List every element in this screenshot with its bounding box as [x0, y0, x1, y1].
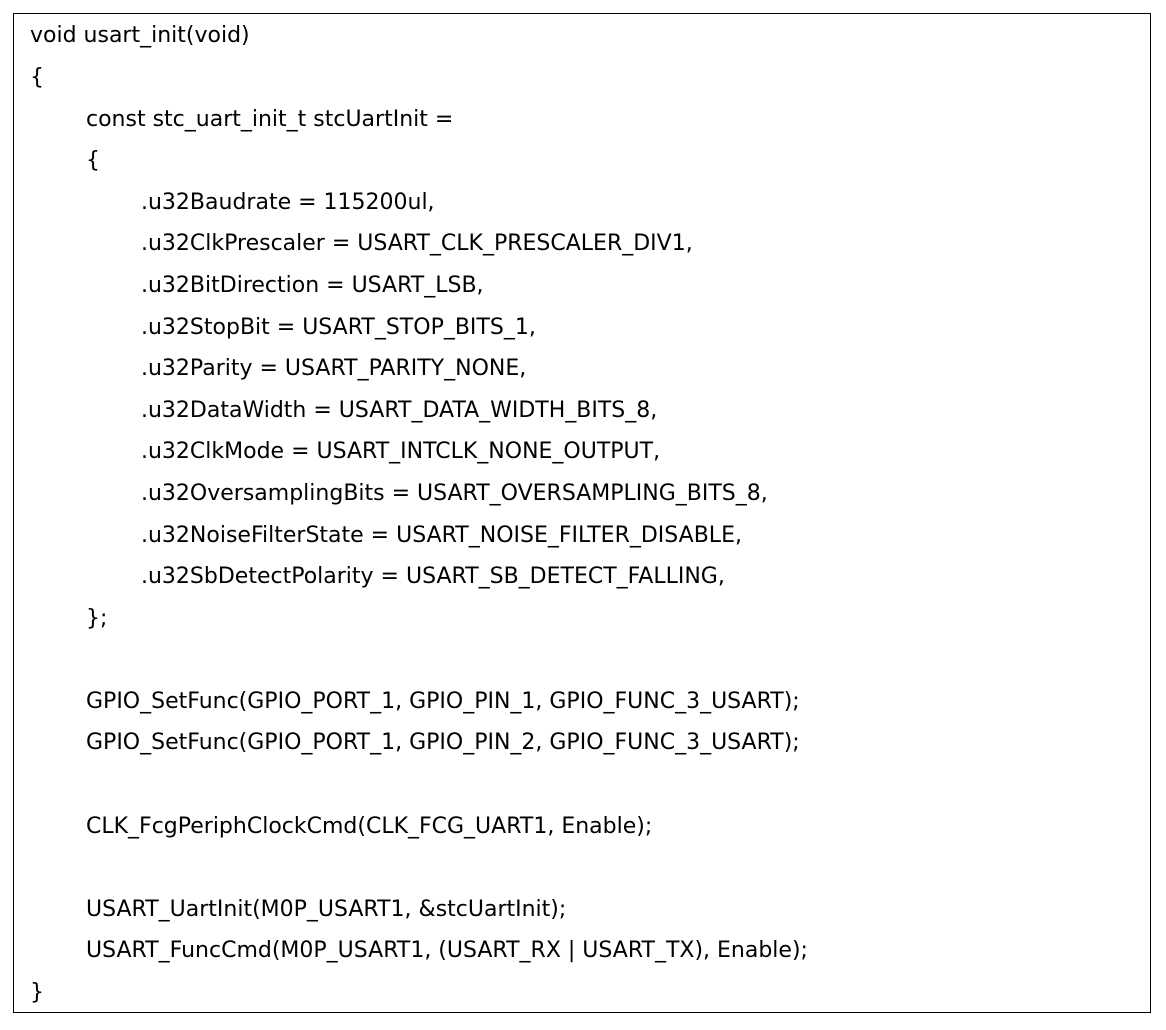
code-line-bit-direction: .u32BitDirection = USART_LSB,: [141, 273, 484, 298]
code-line-parity: .u32Parity = USART_PARITY_NONE,: [141, 356, 527, 381]
code-line-baudrate: .u32Baudrate = 115200ul,: [141, 190, 435, 215]
code-line-struct-declaration: const stc_uart_init_t stcUartInit =: [86, 107, 454, 132]
code-line-oversampling-bits: .u32OversamplingBits = USART_OVERSAMPLIN…: [141, 481, 768, 506]
code-block: void usart_init(void) { const stc_uart_i…: [13, 13, 1151, 1013]
code-line-gpio-setfunc-pin2: GPIO_SetFunc(GPIO_PORT_1, GPIO_PIN_2, GP…: [86, 730, 800, 755]
code-line-uart-init: USART_UartInit(M0P_USART1, &stcUartInit)…: [86, 897, 567, 922]
code-line-clk-mode: .u32ClkMode = USART_INTCLK_NONE_OUTPUT,: [141, 439, 661, 464]
code-line-func-cmd: USART_FuncCmd(M0P_USART1, (USART_RX | US…: [86, 938, 808, 963]
code-line-gpio-setfunc-pin1: GPIO_SetFunc(GPIO_PORT_1, GPIO_PIN_1, GP…: [86, 689, 800, 714]
code-line-close-brace: }: [30, 980, 44, 1005]
code-line-struct-close: };: [86, 606, 108, 631]
code-line-struct-open-brace: {: [86, 148, 100, 173]
code-line-function-signature: void usart_init(void): [30, 23, 250, 48]
code-line-sb-detect-polarity: .u32SbDetectPolarity = USART_SB_DETECT_F…: [141, 564, 725, 589]
code-line-clk-prescaler: .u32ClkPrescaler = USART_CLK_PRESCALER_D…: [141, 231, 693, 256]
code-line-open-brace: {: [30, 65, 44, 90]
code-line-stop-bit: .u32StopBit = USART_STOP_BITS_1,: [141, 315, 536, 340]
code-line-data-width: .u32DataWidth = USART_DATA_WIDTH_BITS_8,: [141, 398, 658, 423]
code-line-noise-filter-state: .u32NoiseFilterState = USART_NOISE_FILTE…: [141, 523, 742, 548]
code-line-clock-cmd: CLK_FcgPeriphClockCmd(CLK_FCG_UART1, Ena…: [86, 814, 653, 839]
